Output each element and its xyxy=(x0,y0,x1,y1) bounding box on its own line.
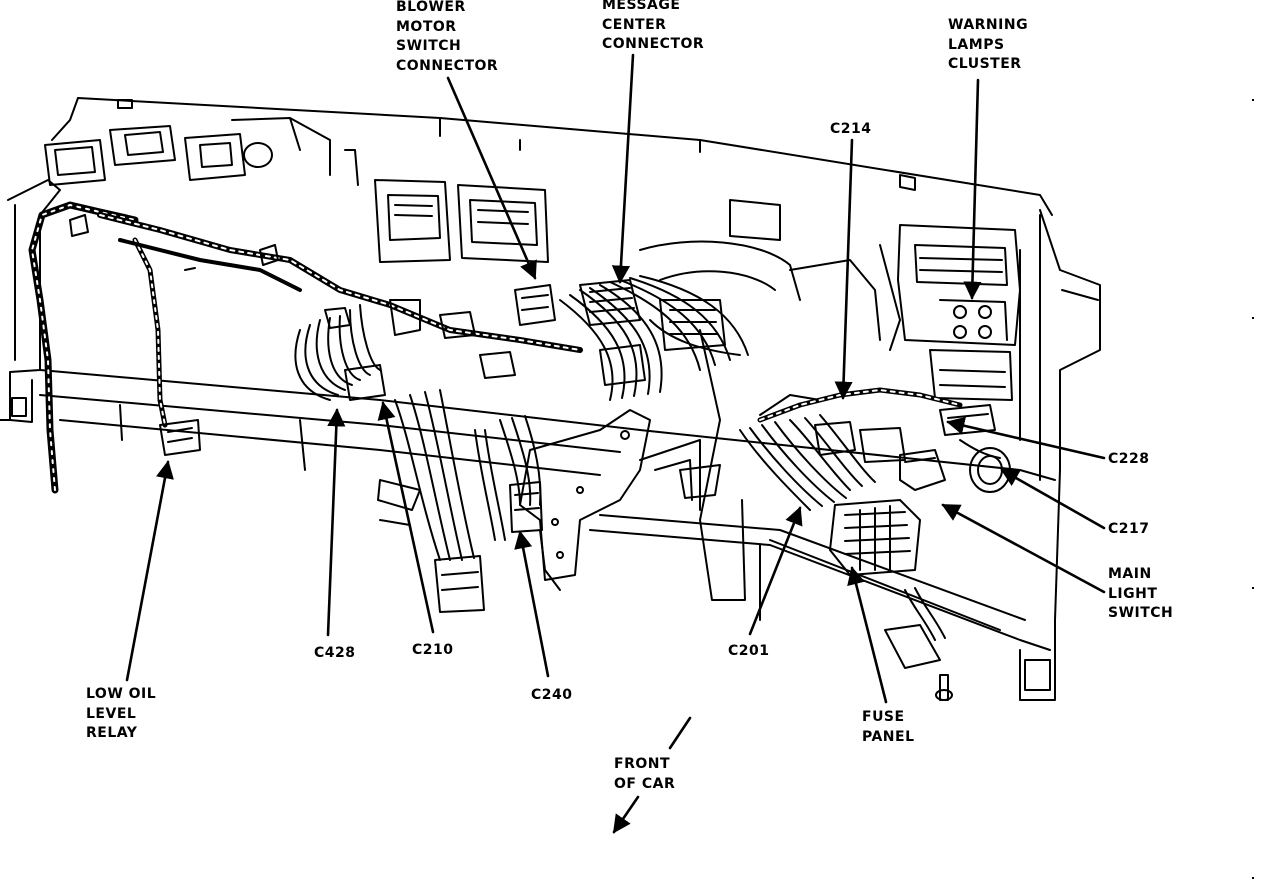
arrow-message-center-connector xyxy=(611,53,635,284)
left-harness-trunk xyxy=(32,205,135,490)
arrow-c240 xyxy=(514,530,550,678)
arrow-main-light-switch xyxy=(941,503,1106,594)
label-blower-motor-switch-connector: BLOWER MOTOR SWITCH CONNECTOR xyxy=(396,0,499,74)
center-wire-bundle xyxy=(560,300,613,400)
warning-lamp-housing xyxy=(898,225,1020,345)
main-light-switch-block xyxy=(900,450,945,490)
leader-arrows xyxy=(125,53,1106,834)
panel-lower-rail xyxy=(40,370,1055,480)
arrow-c210 xyxy=(377,401,435,634)
label-front-of-car: FRONT OF CAR xyxy=(614,756,676,792)
label-c217: C217 xyxy=(1108,521,1150,537)
arrow-c201 xyxy=(748,506,803,636)
c228-connector-block xyxy=(940,405,995,435)
arrow-c228 xyxy=(946,416,1106,460)
center-bracket xyxy=(520,410,650,580)
low-oil-level-relay xyxy=(160,420,200,455)
label-c240: C240 xyxy=(531,687,573,703)
arrow-blower-motor-switch-connector xyxy=(446,76,537,280)
label-c214: C214 xyxy=(830,121,872,137)
label-c210: C210 xyxy=(412,642,454,658)
arrow-c217 xyxy=(1000,468,1106,530)
panel-top-plate xyxy=(78,98,1052,215)
label-c428: C428 xyxy=(314,645,356,661)
margin-marks xyxy=(1252,99,1254,879)
label-fuse-panel: FUSE PANEL xyxy=(862,709,915,745)
label-message-center-connector: MESSAGE CENTER CONNECTOR xyxy=(602,0,705,52)
steering-column-area xyxy=(640,242,800,300)
label-c228: C228 xyxy=(1108,451,1150,467)
arrow-front-of-car-upper xyxy=(668,716,692,750)
arrow-c428 xyxy=(326,408,346,637)
arrow-c214 xyxy=(834,138,854,400)
panel-right-bracket xyxy=(1020,210,1100,700)
connector-c240-wires xyxy=(500,420,520,505)
fuse-panel-block xyxy=(830,500,920,575)
arrow-low-oil-level-relay xyxy=(125,460,174,682)
label-warning-lamps-cluster: WARNING LAMPS CLUSTER xyxy=(948,17,1029,72)
steering-support-rail xyxy=(590,530,1050,650)
harness-fan-c428 xyxy=(295,330,330,400)
label-low-oil-level-relay: LOW OIL LEVEL RELAY xyxy=(86,686,157,741)
instrument-panel-illustration xyxy=(0,98,1100,700)
label-main-light-switch: MAIN LIGHT SWITCH xyxy=(1108,566,1174,621)
blower-connector-block xyxy=(515,285,555,325)
arrow-fuse-panel xyxy=(847,566,888,704)
arrow-front-of-car-lower xyxy=(612,795,640,834)
label-c201: C201 xyxy=(728,643,770,659)
dangling-harness-c210 xyxy=(395,400,440,560)
arrow-warning-lamps-cluster xyxy=(963,78,982,300)
